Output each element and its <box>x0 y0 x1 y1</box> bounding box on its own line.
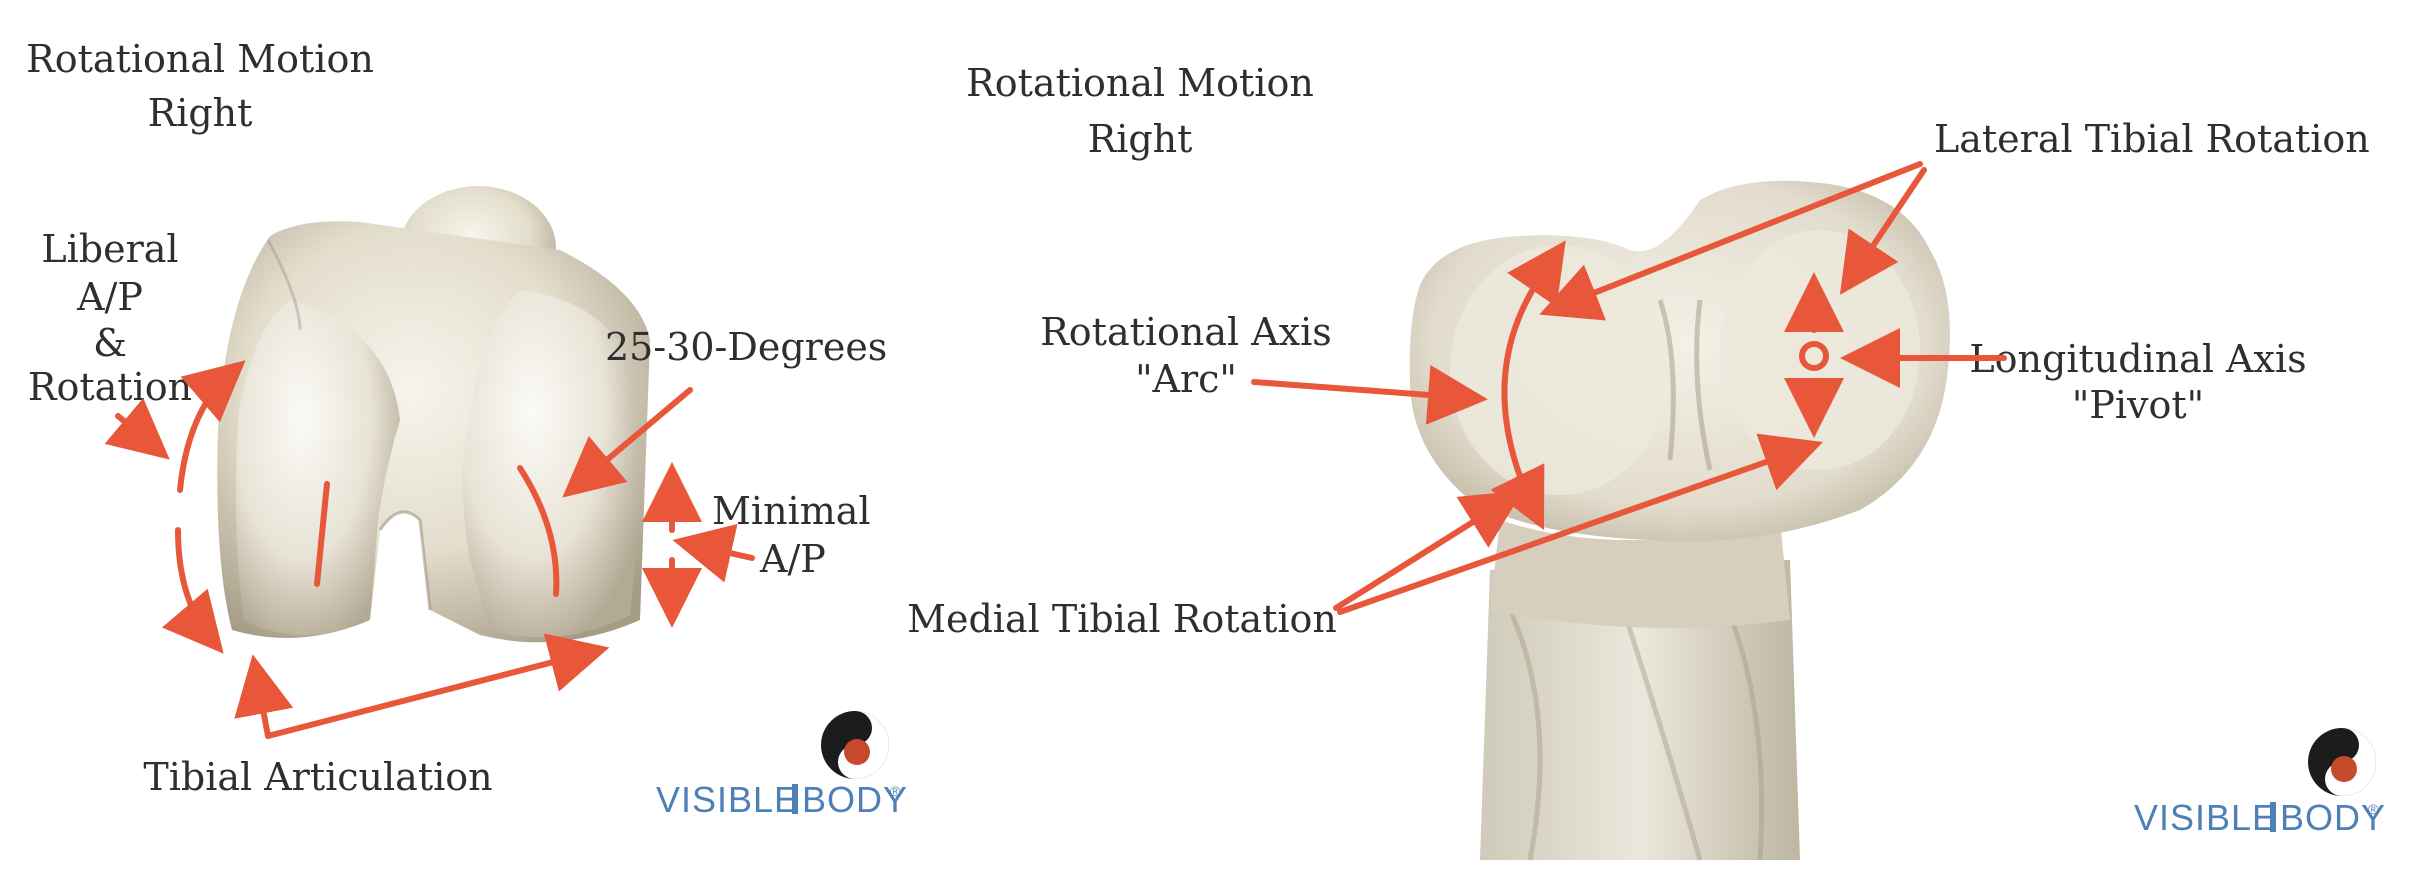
rotational-axis-pointer-arrow <box>1251 364 1488 425</box>
pivot-marker <box>1784 272 2007 438</box>
visible-body-logo-left: Visible Body ® <box>656 711 908 820</box>
visible-body-logo-right: Visible Body ® <box>2134 728 2386 838</box>
lateral-arrow-to-lateral <box>1839 167 1927 295</box>
logo-body-text: Body <box>2280 797 2386 838</box>
liberal-line1: Liberal <box>41 227 178 271</box>
medial-arrow-to-medial <box>1333 490 1524 611</box>
left-title-line1: Rotational Motion <box>26 37 374 81</box>
degrees-marks <box>314 387 693 597</box>
liberal-line2: A/P <box>76 275 143 319</box>
liberal-line4: Rotation <box>28 365 192 409</box>
tibial-articulation-label: Tibial Articulation <box>143 755 492 799</box>
lateral-condyle-arc <box>517 465 560 597</box>
tibial-arrow-medial <box>234 654 294 739</box>
longitudinal-axis-line1: Longitudinal Axis <box>1969 337 2306 381</box>
tibial-articulation-arrows <box>234 633 610 739</box>
minimal-line2: A/P <box>759 537 826 581</box>
lateral-rotation-label: Lateral Tibial Rotation <box>1934 117 2370 161</box>
right-title-line2: Right <box>1088 117 1193 161</box>
rotation-arc-lower <box>161 527 224 654</box>
longitudinal-axis-line2: "Pivot" <box>2072 383 2204 427</box>
rotational-arc <box>1490 240 1566 531</box>
medial-rotation-label: Medial Tibial Rotation <box>907 597 1337 641</box>
minimal-pointer-arrow <box>672 523 755 583</box>
rotation-arc-upper <box>177 360 246 493</box>
lateral-rotation-arrows <box>1490 161 1927 531</box>
left-panel: Rotational Motion Right Liberal A/P & Ro… <box>26 37 908 820</box>
tibial-arrow-lateral <box>265 633 610 739</box>
minimal-line1: Minimal <box>712 489 871 533</box>
logo-figure-icon <box>792 784 798 814</box>
logo-body-text: Body <box>802 779 908 820</box>
degrees-label: 25-30-Degrees <box>605 325 887 369</box>
minimal-arrows <box>642 462 755 628</box>
femur-condyles-illustration <box>217 186 651 643</box>
medial-rotation-arrows <box>1333 433 1823 615</box>
logo-figure-icon <box>2270 802 2276 832</box>
tibial-plateau-illustration <box>1409 180 1950 861</box>
lateral-arrow-to-medial <box>1539 161 1923 321</box>
left-title-line2: Right <box>148 91 253 135</box>
liberal-line3: & <box>93 321 127 365</box>
right-title-line1: Rotational Motion <box>966 61 1314 105</box>
logo-registered-mark: ® <box>2368 801 2379 817</box>
logo-visible-text: Visible <box>2134 797 2277 838</box>
rotational-axis-line1: Rotational Axis <box>1040 310 1332 354</box>
liberal-arrows <box>104 360 246 654</box>
liberal-pointer-arrow <box>104 397 170 460</box>
logo-registered-mark: ® <box>890 783 901 799</box>
medial-arrow-to-lateral <box>1337 433 1823 615</box>
degrees-pointer-arrow <box>562 387 693 498</box>
logo-visible-text: Visible <box>656 779 799 820</box>
pivot-circle-icon <box>1799 341 1829 371</box>
rotational-axis-line2: "Arc" <box>1135 357 1237 401</box>
right-panel: Rotational Motion Right Lateral Tibial R… <box>907 61 2386 861</box>
medial-condyle-line <box>314 481 330 587</box>
